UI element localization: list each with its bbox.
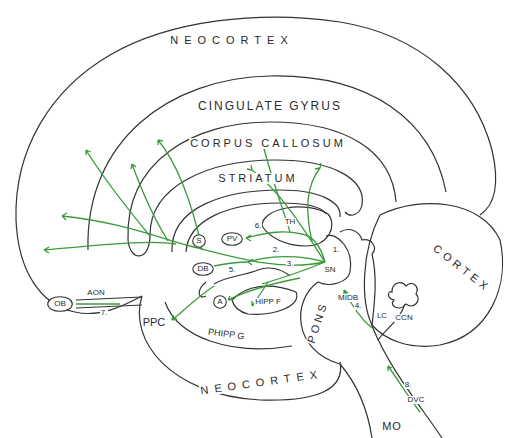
region-label: PHIPP G <box>206 327 245 341</box>
striatum-inner <box>186 203 326 252</box>
pathway-6 <box>246 232 302 241</box>
region-label: HIPP F <box>254 298 282 306</box>
oval-shape <box>193 263 214 276</box>
cingulate-sulcus <box>88 76 446 250</box>
hippocampus <box>232 286 297 314</box>
oval-shape <box>214 296 227 309</box>
cerebellum-peduncle <box>364 215 380 325</box>
nucleus-label: PV <box>227 235 238 243</box>
tectum <box>340 230 374 254</box>
nucleus-oval: PV <box>221 232 243 246</box>
oval-shape <box>193 235 206 248</box>
callout-number: 8. <box>404 381 413 389</box>
callout-number: 2. <box>272 246 281 254</box>
region-label: CINGULATE GYRUS <box>197 100 343 112</box>
region-label: DVC <box>407 396 426 404</box>
mesocortical-branch <box>131 164 168 241</box>
nucleus-label: A <box>217 298 222 306</box>
nucleus-oval: A <box>213 295 227 309</box>
region-label: CORTEX <box>430 242 493 295</box>
temporal-lobe <box>139 296 340 400</box>
hypothalamus <box>214 268 290 284</box>
nucleus-oval: OB <box>47 296 73 312</box>
region-label: NEOCORTEX <box>169 35 294 46</box>
pons <box>301 282 340 364</box>
callout-number: 5. <box>228 266 237 274</box>
cortex-outline <box>16 17 496 312</box>
mesocortical-branch <box>86 150 150 236</box>
nucleus-label: DB <box>197 265 208 273</box>
medulla-front <box>340 364 372 438</box>
callout-number: 1. <box>332 246 341 254</box>
corpus-callosum-lower <box>150 160 362 235</box>
cingulate-branch <box>158 140 202 250</box>
thalamus <box>262 207 332 246</box>
striatum-outer <box>172 190 340 252</box>
region-label: SN <box>323 266 336 274</box>
region-label: STRIATUM <box>217 173 298 184</box>
cerebellar-nuclei <box>389 283 419 308</box>
nucleus-label: S <box>196 237 201 245</box>
mesocortical-path <box>62 213 325 265</box>
brain-outlines <box>16 17 503 438</box>
region-label: TH <box>284 218 297 226</box>
callosal-sulcus <box>128 122 396 240</box>
medulla-back <box>372 326 442 438</box>
callosal-genu <box>128 235 150 256</box>
olfactory-tract <box>76 297 142 308</box>
region-label: AON <box>86 289 105 297</box>
region-label: LC <box>376 312 388 320</box>
mesocortical-branch <box>44 242 176 253</box>
nucleus-label: OB <box>54 300 66 308</box>
nucleus-oval: S <box>192 234 206 248</box>
region-label: CCN <box>394 314 413 322</box>
orbital-surface <box>75 296 142 314</box>
region-label: PPC <box>142 317 167 328</box>
region-label: MIDB <box>337 294 359 302</box>
nigrostriatal-path <box>308 163 321 242</box>
piriform-path <box>172 286 214 320</box>
cerebellar-fold <box>378 304 405 340</box>
oval-shape <box>222 233 243 246</box>
pathway-8 <box>388 366 420 412</box>
region-label: CORPUS CALLOSUM <box>189 138 347 149</box>
callout-number: 4. <box>354 302 363 310</box>
region-label: NEOCORTEX <box>199 368 325 396</box>
callout-number: 3. <box>286 260 295 268</box>
cerebellum-outline <box>372 204 503 347</box>
region-label: MO <box>381 421 403 432</box>
callout-number: 7. <box>100 309 109 317</box>
oval-shape <box>48 297 73 312</box>
region-label: PONS <box>306 299 330 345</box>
dopamine-pathways <box>44 140 420 412</box>
nucleus-oval: DB <box>192 262 214 276</box>
pathway-7 <box>76 303 120 304</box>
callout-number: 6. <box>254 222 263 230</box>
brainstem-back <box>372 254 375 326</box>
